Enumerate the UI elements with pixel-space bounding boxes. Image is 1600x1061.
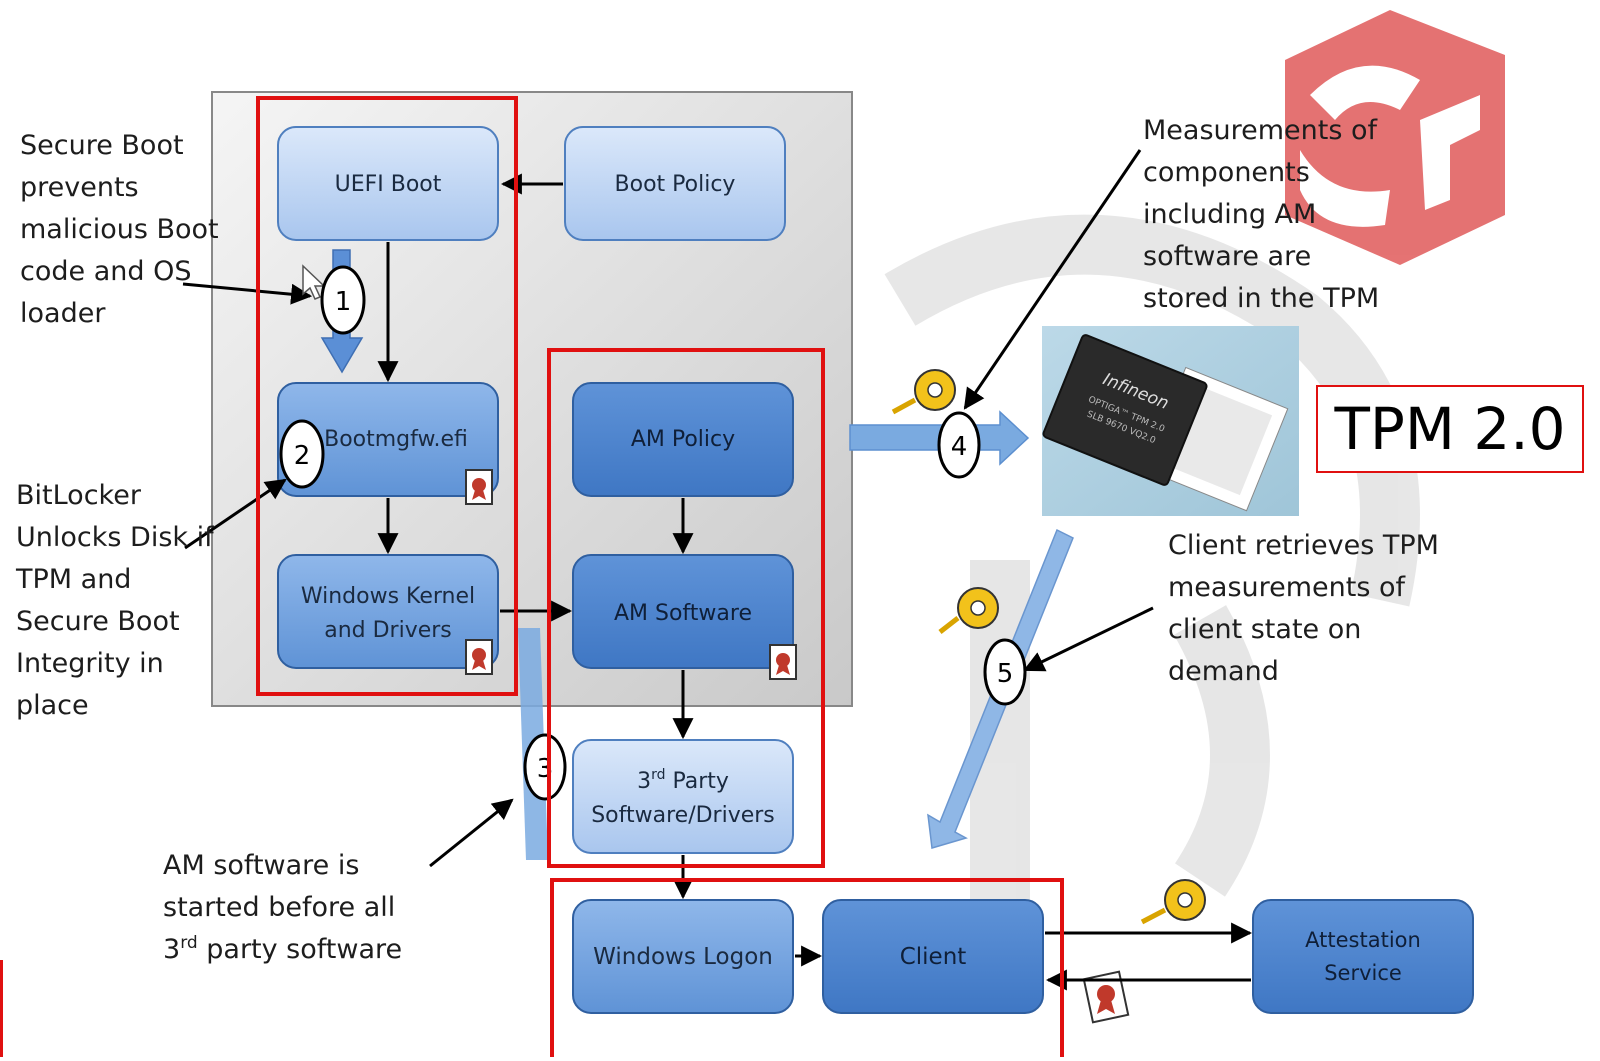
tpm-chip-image: Infineon OPTIGA™ TPM 2.0 SLB 9670 VQ2.0 (1042, 326, 1299, 516)
bootmgfw-box (277, 382, 499, 497)
am-started-note-line1: AM software is started before all (163, 850, 396, 923)
attestation-service-box (1252, 899, 1474, 1014)
step-circle-1: 1 (320, 265, 366, 335)
windows-logon-label: Windows Logon (593, 944, 773, 970)
am-policy-box (572, 382, 794, 497)
am-software-box (572, 554, 794, 669)
third-party-label-line2: Software/Drivers (591, 803, 775, 828)
bootmgfw-label: Bootmgfw.efi (324, 427, 468, 452)
tpm-version-label: TPM 2.0 (1316, 385, 1584, 473)
step-circle-4: 4 (937, 411, 981, 479)
step-circle-2: 2 (279, 419, 325, 489)
boot-policy-label: Boot Policy (615, 172, 736, 197)
client-label: Client (900, 944, 967, 970)
certificate-icon (465, 469, 493, 505)
svg-text:5: 5 (997, 659, 1014, 689)
uefi-boot-label: UEFI Boot (335, 172, 442, 197)
boot-policy-box (564, 126, 786, 241)
certificate-icon (465, 639, 493, 675)
certificate-icon (769, 644, 797, 680)
windows-logon-box (572, 899, 794, 1014)
measurements-note: Measurements of components including AM … (1143, 115, 1380, 314)
svg-text:4: 4 (951, 432, 968, 462)
client-retrieves-note: Client retrieves TPM measurements of cli… (1168, 530, 1439, 687)
step-circle-5: 5 (983, 638, 1027, 706)
third-party-label-line1: 3rd Party (637, 767, 729, 794)
am-software-label: AM Software (614, 601, 752, 626)
attestation-label-line1: Attestation (1305, 928, 1421, 952)
secure-boot-note: Secure Boot prevents malicious Boot code… (20, 130, 219, 329)
windows-kernel-box (277, 554, 499, 669)
windows-kernel-label-line1: Windows Kernel (301, 584, 475, 609)
svg-text:2: 2 (294, 441, 311, 471)
logo-watermark (1285, 10, 1505, 265)
third-party-box (572, 739, 794, 854)
am-policy-label: AM Policy (631, 427, 735, 452)
svg-text:1: 1 (335, 287, 352, 317)
measuring-tape-icon (891, 369, 956, 415)
connector-arrows (182, 149, 1253, 991)
measuring-tape-icon (938, 587, 999, 634)
windows-kernel-label-line2: and Drivers (324, 618, 452, 643)
uefi-boot-box (277, 126, 499, 241)
measuring-tape-icon (1140, 879, 1206, 925)
certificate-icon (1082, 970, 1130, 1024)
attestation-label-line2: Service (1324, 961, 1402, 985)
client-box (822, 899, 1044, 1014)
bitlocker-note: BitLocker Unlocks Disk if TPM and Secure… (16, 480, 214, 721)
step-circle-3: 3 (523, 733, 567, 801)
